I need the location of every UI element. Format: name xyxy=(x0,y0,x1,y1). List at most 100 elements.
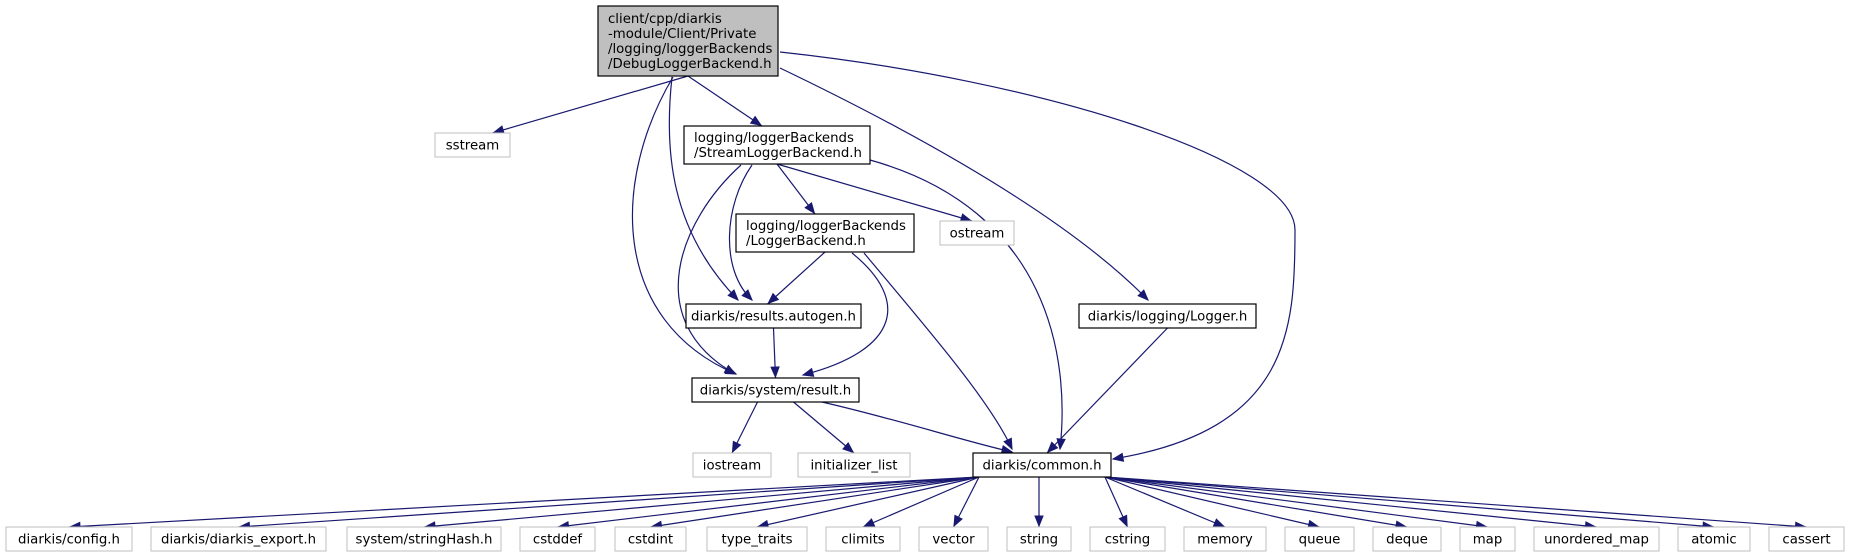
edge-root-to-system_result xyxy=(631,76,738,375)
node-box xyxy=(685,303,862,329)
edge-common-to-climits xyxy=(862,476,980,528)
node-label: cstdint xyxy=(628,533,673,548)
node-label: ostream xyxy=(950,227,1005,242)
node-box xyxy=(691,377,860,403)
node-label: -module/Client/Private xyxy=(608,27,756,42)
node-label: logging/loggerBackends xyxy=(694,131,854,146)
node-label: /LoggerBackend.h xyxy=(746,234,866,249)
edge-system_result-to-initializer_list xyxy=(793,401,855,454)
node-config: diarkis/config.h xyxy=(5,526,133,552)
edge-stream_logger-to-logger_backend xyxy=(776,163,816,215)
node-results-autogen[interactable]: diarkis/results.autogen.h xyxy=(685,303,862,329)
edge-stream_logger-to-system_result xyxy=(677,164,742,375)
node-label: iostream xyxy=(703,459,761,474)
node-label: cassert xyxy=(1782,533,1830,548)
node-stream-logger[interactable]: logging/loggerBackends/StreamLoggerBacke… xyxy=(683,125,871,165)
edge-common-to-config xyxy=(68,476,980,532)
edge-common-to-atomic xyxy=(1104,476,1715,531)
node-cstddef: cstddef xyxy=(519,526,596,552)
node-iostream: iostream xyxy=(692,452,772,478)
node-vector: vector xyxy=(918,526,989,552)
node-label: deque xyxy=(1386,533,1428,548)
node-ostream: ostream xyxy=(939,220,1015,246)
node-label: diarkis/system/result.h xyxy=(700,384,851,399)
node-label: atomic xyxy=(1691,533,1736,548)
node-unordered-map: unordered_map xyxy=(1533,526,1660,552)
node-label: queue xyxy=(1299,533,1341,548)
node-memory: memory xyxy=(1183,526,1267,552)
node-box xyxy=(1768,526,1845,552)
edge-arrowhead xyxy=(749,115,763,127)
node-label: memory xyxy=(1197,533,1253,548)
edge-arrowhead xyxy=(801,367,815,377)
edge-root-to-results_autogen xyxy=(668,76,739,301)
edge-common-to-string xyxy=(1034,477,1044,528)
node-box xyxy=(1006,526,1072,552)
edge-logger_backend-to-system_result xyxy=(801,252,889,377)
node-box xyxy=(150,526,327,552)
node-box xyxy=(706,526,808,552)
node-label: /StreamLoggerBackend.h xyxy=(694,146,862,161)
node-label: diarkis/results.autogen.h xyxy=(691,310,856,325)
node-deque: deque xyxy=(1372,526,1442,552)
edge-logger_backend-to-common xyxy=(863,252,1013,451)
node-box xyxy=(597,5,779,77)
node-box xyxy=(1372,526,1442,552)
edge-arrowhead xyxy=(842,441,855,454)
edge-system_result-to-iostream xyxy=(731,401,759,454)
edge-logger_backend-to-results_autogen xyxy=(767,251,826,305)
edge-root-to-logger xyxy=(779,67,1149,301)
edge-common-to-cassert xyxy=(1104,476,1807,531)
node-label: system/stringHash.h xyxy=(356,533,493,548)
node-label: cstddef xyxy=(533,533,583,548)
node-box xyxy=(5,526,133,552)
node-box xyxy=(797,452,911,478)
node-label: cstring xyxy=(1105,533,1150,548)
node-label: sstream xyxy=(446,139,500,154)
node-box xyxy=(346,526,502,552)
edge-arrowhead xyxy=(770,366,780,379)
edge-stream_logger-to-results_autogen xyxy=(728,164,753,301)
node-logger[interactable]: diarkis/logging/Logger.h xyxy=(1078,303,1257,329)
edge-common-to-cstring xyxy=(1104,476,1129,528)
edge-arrowhead xyxy=(804,201,816,215)
node-box xyxy=(1284,526,1355,552)
node-cstdint: cstdint xyxy=(614,526,687,552)
edge-arrowhead xyxy=(1137,289,1149,301)
node-box xyxy=(1677,526,1751,552)
node-string: string xyxy=(1006,526,1072,552)
node-system-result[interactable]: diarkis/system/result.h xyxy=(691,377,860,403)
edge-stream_logger-to-ostream xyxy=(776,163,973,223)
node-label: /logging/loggerBackends xyxy=(608,42,772,57)
edge-arrowhead xyxy=(1003,437,1013,451)
node-box xyxy=(735,213,915,253)
edge-arrowhead xyxy=(862,518,876,528)
node-label: map xyxy=(1473,533,1503,548)
node-atomic: atomic xyxy=(1677,526,1751,552)
edge-root-to-common xyxy=(779,51,1296,462)
edge-arrowhead xyxy=(1056,438,1066,451)
node-box xyxy=(1459,526,1516,552)
node-box xyxy=(1533,526,1660,552)
edge-common-to-vector xyxy=(952,476,980,528)
edge-arrowhead xyxy=(741,289,753,301)
node-label: vector xyxy=(932,533,975,548)
node-box xyxy=(1078,303,1257,329)
node-box xyxy=(519,526,596,552)
node-logger-backend[interactable]: logging/loggerBackends/LoggerBackend.h xyxy=(735,213,915,253)
node-label: diarkis/diarkis_export.h xyxy=(161,533,316,548)
edge-common-to-unordered_map xyxy=(1104,476,1597,531)
node-box xyxy=(434,132,511,158)
node-label: diarkis/common.h xyxy=(982,459,1101,474)
edge-common-to-cstdint xyxy=(650,476,980,530)
node-root[interactable]: client/cpp/diarkis-module/Client/Private… xyxy=(597,5,779,77)
node-common[interactable]: diarkis/common.h xyxy=(972,452,1112,478)
node-box xyxy=(1089,526,1166,552)
edge-arrowhead xyxy=(1212,518,1226,528)
edge-arrowhead xyxy=(1118,514,1128,528)
node-type-traits: type_traits xyxy=(706,526,808,552)
node-initializer-list: initializer_list xyxy=(797,452,911,478)
edge-arrowhead xyxy=(727,289,739,301)
node-string-hash: system/stringHash.h xyxy=(346,526,502,552)
